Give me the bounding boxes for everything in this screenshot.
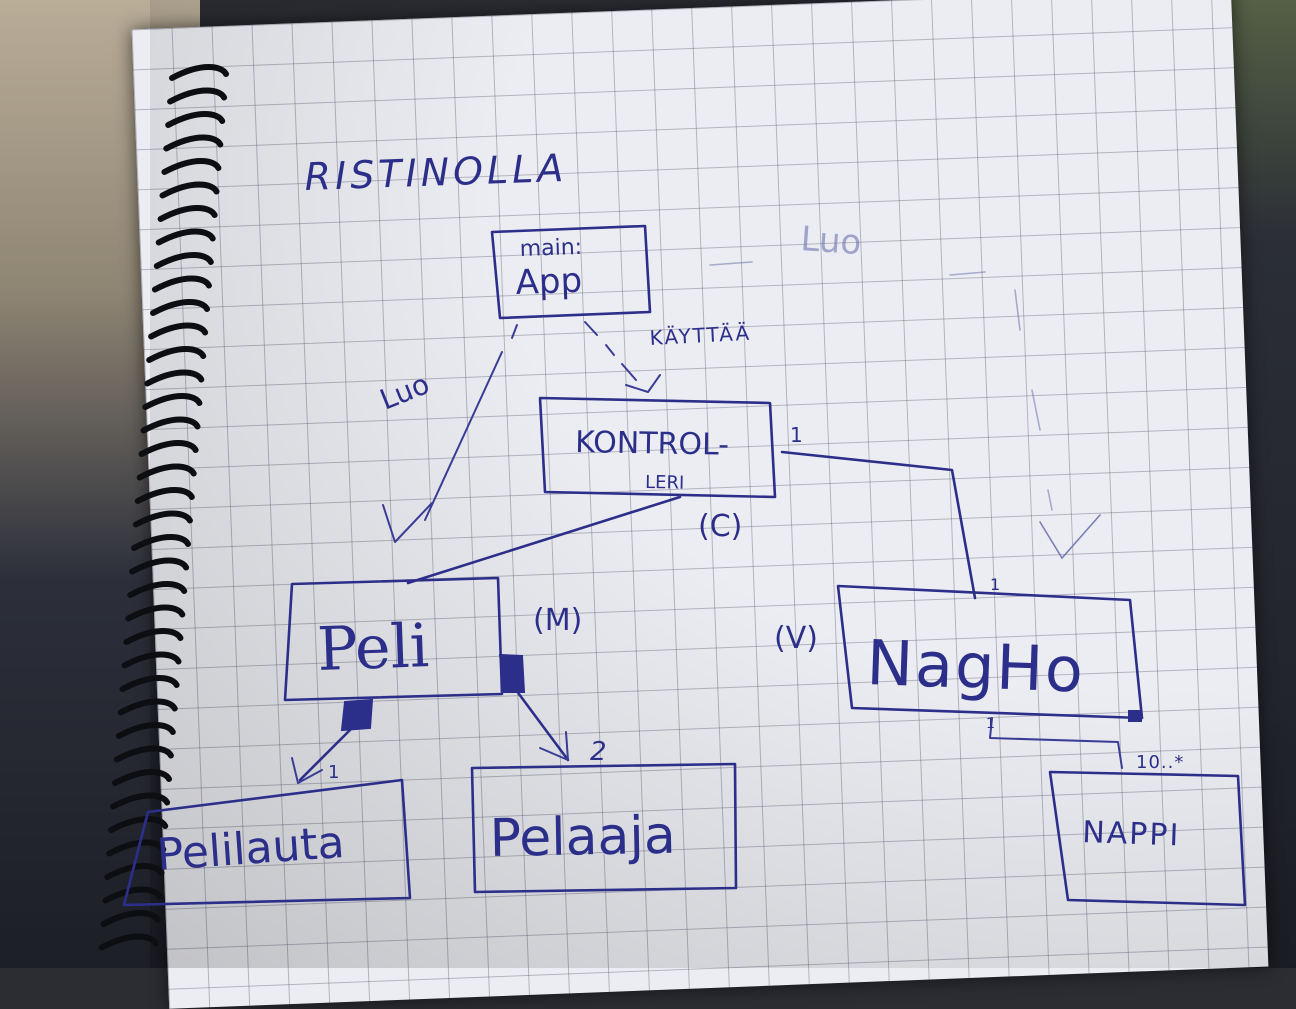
spiral-coil	[119, 675, 180, 692]
kontrolleri-tag: (C)	[698, 509, 742, 544]
diagram-title: RISTINOLLA	[304, 146, 568, 199]
spiral-coil	[121, 651, 182, 669]
mult-kontrolleri: 1	[790, 423, 803, 447]
spiral-coil	[159, 181, 220, 199]
spiral-coil	[106, 839, 167, 857]
pelaaja-name: Pelaaja	[489, 806, 676, 869]
class-app: main: App	[490, 224, 652, 320]
luo-left-label: Luo	[375, 367, 434, 416]
mult-pelaaja: 2	[590, 737, 607, 767]
spiral-coil	[100, 910, 161, 927]
mult-pelilauta: 1	[328, 762, 339, 783]
class-pelilauta: Pelilauta	[122, 778, 412, 907]
spiral-coil	[155, 228, 216, 246]
spiral-coil	[125, 604, 186, 622]
spiral-coil	[113, 745, 174, 763]
spiral-coil	[112, 769, 172, 786]
spiral-coil	[131, 534, 191, 551]
spiral-coil	[151, 275, 212, 293]
relation-peli-pelaaja: 2	[498, 653, 607, 767]
class-kontrolleri: KONTROL- LERI (C)	[538, 396, 777, 544]
relation-peli-pelilauta: 1	[291, 698, 374, 784]
kontrolleri-line2: LERI	[645, 472, 685, 494]
spiral-coil	[123, 628, 184, 645]
relation-kontrolleri-peli	[406, 495, 682, 585]
relation-faint-luo: Luo	[709, 219, 1101, 560]
luo-right-label: Luo	[799, 219, 862, 263]
nakyma-name: NagHo	[865, 626, 1086, 707]
spiral-coil	[98, 933, 159, 951]
class-peli: Peli (M)	[283, 576, 582, 702]
nakyma-tag: (V)	[774, 621, 818, 656]
spiral-coil	[138, 440, 199, 457]
spiral-coil	[150, 299, 210, 316]
relation-app-uses-kontrolleri: KÄYTTÄÄ	[584, 321, 752, 393]
spiral-coil	[146, 346, 207, 363]
spiral-coil	[140, 416, 201, 434]
nappi-name: NAPPI	[1082, 815, 1181, 853]
spiral-coil	[153, 252, 214, 269]
peli-name: Peli	[316, 611, 430, 685]
spiral-coil	[127, 581, 188, 598]
spiral-coil	[104, 863, 165, 880]
mult-nakyma-top: 1	[990, 575, 1000, 594]
spiral-coil	[129, 557, 190, 575]
spiral-coil	[148, 322, 209, 340]
kontrolleri-line1: KONTROL-	[575, 425, 729, 463]
relation-kontrolleri-nakyma: 1 1	[780, 423, 1000, 600]
spiral-coil	[102, 886, 163, 904]
pelilauta-name: Pelilauta	[155, 817, 346, 881]
spiral-coil	[134, 487, 195, 504]
spiral-coil	[165, 111, 226, 128]
app-name: App	[515, 261, 583, 303]
spiral-coil	[157, 205, 218, 222]
spiral-coil	[108, 816, 169, 833]
relation-app-creates-peli: Luo	[375, 324, 518, 543]
class-nakyma: NagHo (V)	[774, 584, 1144, 720]
spiral-coil	[136, 463, 197, 481]
spiral-coil	[117, 698, 178, 716]
spiral-coil	[132, 510, 193, 528]
spiral-coil	[144, 369, 205, 387]
uml-diagram: RISTINOLLA main: App KONTROL- LERI (C) P…	[122, 146, 1247, 907]
spiral-coil	[167, 87, 228, 105]
class-nappi: NAPPI	[1048, 770, 1247, 907]
spiral-coil	[115, 722, 176, 739]
spiral-binding	[98, 64, 229, 951]
spiral-coil	[142, 393, 203, 410]
mult-nappi: 10..*	[1136, 752, 1184, 773]
spiral-coil	[161, 158, 222, 175]
spiral-coil	[169, 64, 229, 81]
class-pelaaja: Pelaaja	[470, 762, 738, 894]
peli-tag: (M)	[533, 603, 582, 638]
kayttaa-label: KÄYTTÄÄ	[649, 321, 752, 350]
spiral-coil	[163, 134, 224, 152]
spiral-coil	[110, 792, 171, 810]
relation-nakyma-nappi: 1 10..*	[986, 710, 1184, 773]
app-stereotype: main:	[519, 235, 582, 262]
mult-nakyma-bottom: 1	[986, 716, 995, 732]
